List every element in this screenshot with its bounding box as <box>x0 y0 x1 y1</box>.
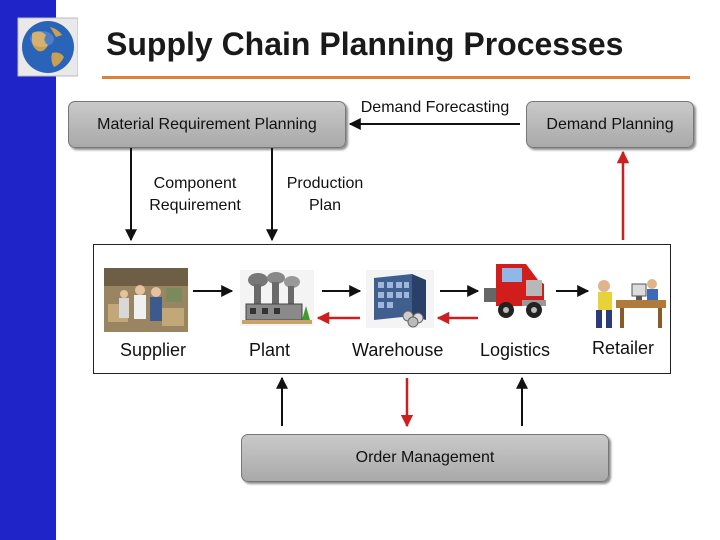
supplier-photo <box>104 268 188 332</box>
globe-icon <box>2 17 79 77</box>
component-requirement-label: Component Requirement <box>135 173 255 217</box>
production-plan-label: Production Plan <box>272 173 378 217</box>
component-label-line2: Requirement <box>149 197 241 214</box>
node-label-warehouse: Warehouse <box>352 340 444 360</box>
warehouse-building-icon <box>366 270 434 328</box>
demand-planning-box: Demand Planning <box>526 101 694 148</box>
retailer-office-icon <box>586 272 670 332</box>
mrp-box: Material Requirement Planning <box>68 101 346 148</box>
plant-factory-icon <box>240 270 314 326</box>
node-label-logistics: Logistics <box>480 340 551 360</box>
component-label-line1: Component <box>153 175 237 192</box>
node-label-retailer: Retailer <box>592 338 655 358</box>
title-underline <box>102 76 690 79</box>
production-label-line2: Plan <box>308 197 342 214</box>
production-label-line1: Production <box>286 175 364 192</box>
order-management-box: Order Management <box>241 434 609 482</box>
demand-forecasting-label: Demand Forecasting <box>360 99 510 116</box>
node-label-plant: Plant <box>249 340 291 360</box>
logistics-truck-icon <box>478 254 554 320</box>
page-title: Supply Chain Planning Processes <box>106 26 624 62</box>
left-sidebar-bar <box>0 0 56 540</box>
node-label-supplier: Supplier <box>120 340 187 360</box>
